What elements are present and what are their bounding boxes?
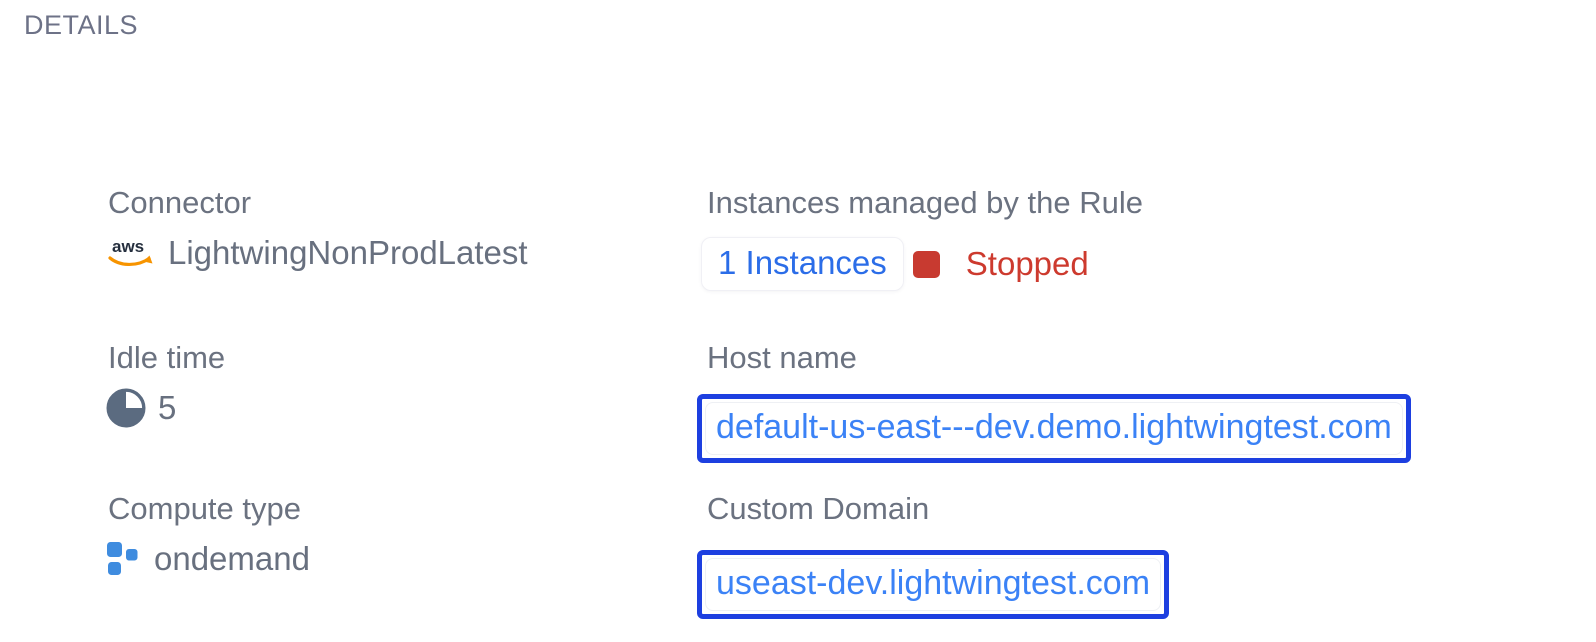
connector-value: LightwingNonProdLatest <box>168 233 528 271</box>
custom-domain-value[interactable]: useast-dev.lightwingtest.com <box>705 558 1162 611</box>
instances-count-link[interactable]: 1 Instances <box>701 237 904 292</box>
connector-value-row: aws LightwingNonProdLatest <box>104 234 528 272</box>
host-name-value[interactable]: default-us-east---dev.demo.lightwingtest… <box>705 402 1403 455</box>
custom-domain-box[interactable]: useast-dev.lightwingtest.com <box>697 550 1170 619</box>
instances-value-row: 1 Instances Stopped <box>701 237 1089 292</box>
idle-time-value: 5 <box>158 388 177 426</box>
host-name-label: Host name <box>707 340 857 375</box>
idle-pie-clock-icon <box>106 388 146 428</box>
svg-text:aws: aws <box>112 237 144 256</box>
stopped-status-square-icon <box>912 250 940 278</box>
connector-label: Connector <box>108 185 252 220</box>
page-title: DETAILS <box>24 10 139 40</box>
compute-type-value: ondemand <box>154 540 310 577</box>
host-name-box[interactable]: default-us-east---dev.demo.lightwingtest… <box>697 394 1411 463</box>
compute-squares-icon <box>106 541 142 577</box>
idle-time-value-row: 5 <box>106 388 176 428</box>
aws-icon: aws <box>104 234 158 272</box>
compute-type-label: Compute type <box>108 491 301 526</box>
compute-type-value-row: ondemand <box>106 540 310 577</box>
instances-status-text: Stopped <box>965 245 1089 282</box>
custom-domain-label: Custom Domain <box>707 491 930 526</box>
idle-time-label: Idle time <box>108 340 226 375</box>
instances-label: Instances managed by the Rule <box>707 185 1143 220</box>
